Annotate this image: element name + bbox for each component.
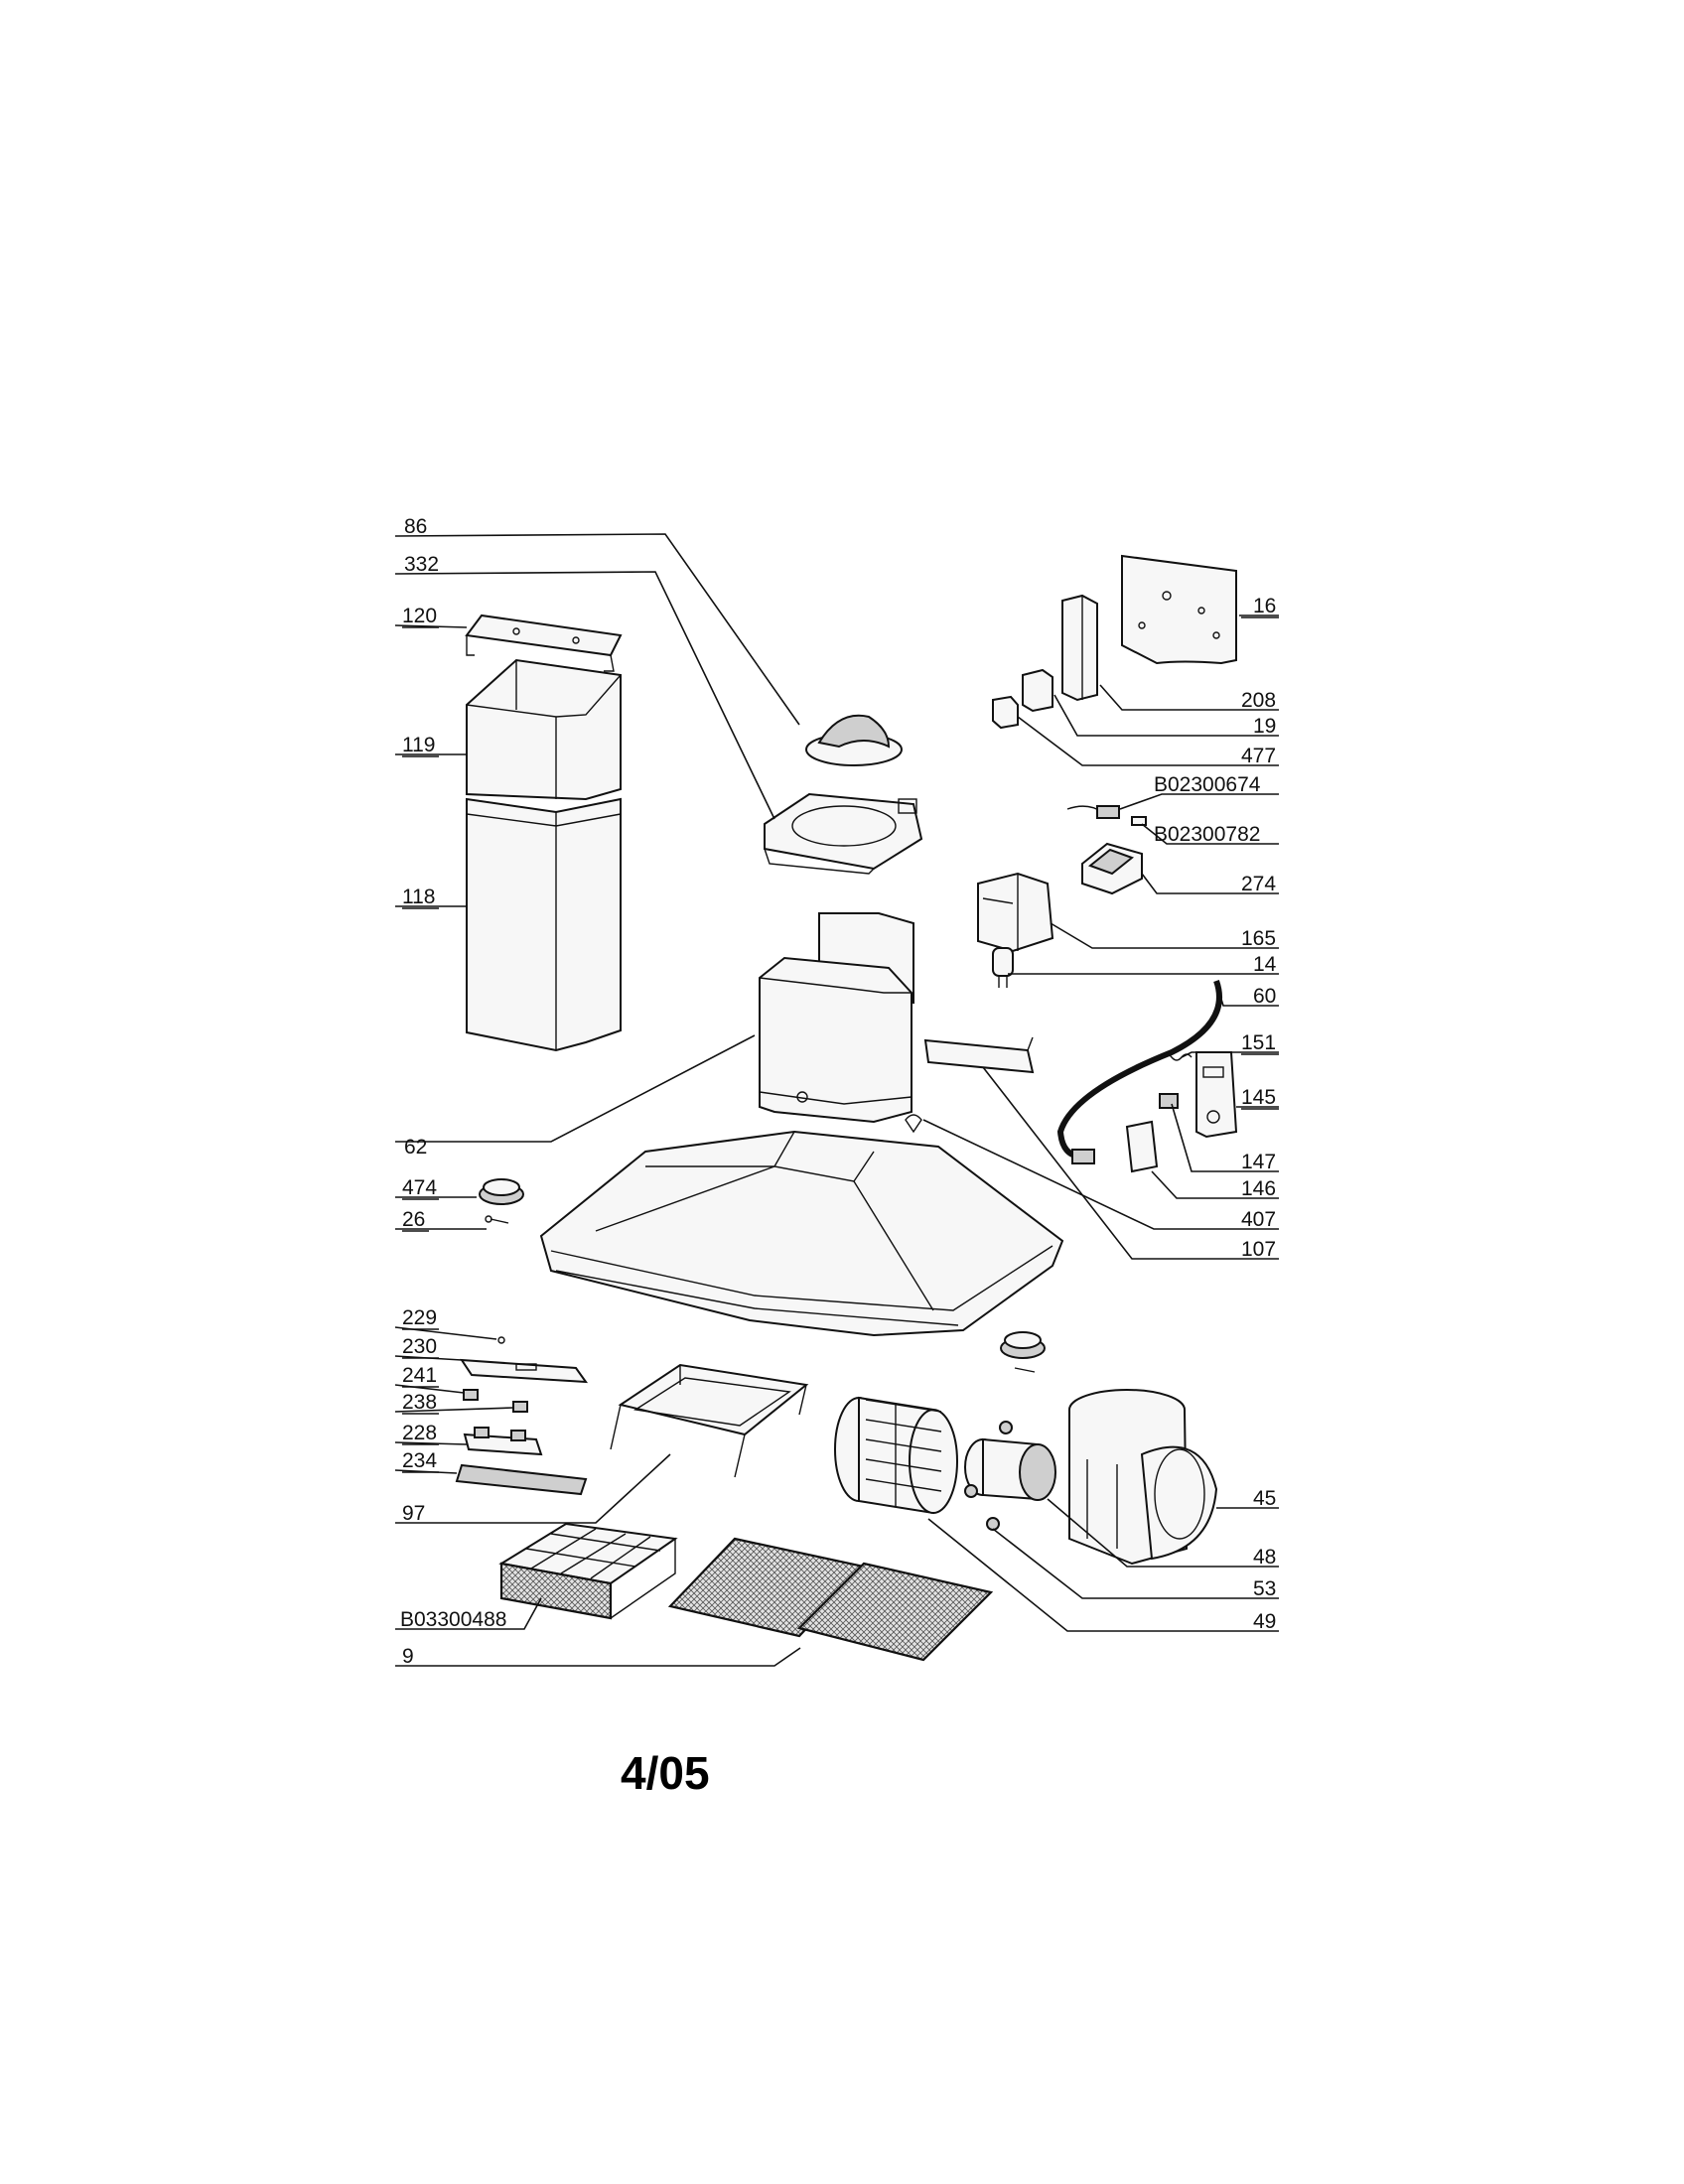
callout-62: 62 [404,1136,427,1159]
part-477-bracket [992,695,1019,730]
part-9-grease-filter-right [796,1562,994,1662]
callout-120: 120 [402,605,437,627]
part-19-bracket [1022,668,1053,713]
part-474-knob [479,1178,524,1205]
part-146-cover [1125,1120,1159,1173]
callout-49: 49 [1253,1610,1276,1633]
callout-60: 60 [1253,985,1276,1008]
part-238-button [512,1401,528,1413]
part-16-wall-plate [1121,554,1237,665]
callout-234: 234 [402,1449,437,1472]
callout-14: 14 [1253,953,1277,976]
part-234-fascia [455,1463,588,1496]
callout-228: 228 [402,1422,437,1444]
leader-lines [394,533,1279,1667]
callout-b02300674: B02300674 [1154,773,1261,796]
callout-238: 238 [402,1391,437,1414]
callout-165: 165 [1241,927,1276,950]
hood-canopy [539,1130,1064,1337]
callout-97: 97 [402,1502,425,1525]
part-274-switch-box [1081,842,1143,895]
callout-b03300488: B03300488 [400,1608,506,1631]
callout-86: 86 [404,515,427,538]
callout-241: 241 [402,1364,437,1387]
part-53-motor-mounts [964,1421,1013,1531]
callout-151: 151 [1241,1031,1276,1054]
knob-on-canopy [1000,1331,1046,1373]
part-145-light-board [1195,1051,1238,1139]
callout-229: 229 [402,1306,437,1329]
part-119-upper-chimney [466,658,622,801]
part-60-power-cord [1056,979,1222,1164]
part-b02300674-connector [1066,805,1120,819]
part-b02300782-terminal [1131,816,1147,826]
callout-118: 118 [402,886,435,908]
part-b03300488-carbon-filter [498,1522,678,1620]
callout-9: 9 [402,1645,414,1668]
part-147-terminal-block [1159,1093,1179,1109]
page-number: 4/05 [621,1747,710,1799]
callout-474: 474 [402,1176,437,1199]
part-45-blower-housing [1068,1389,1218,1566]
callout-332: 332 [404,553,439,576]
part-48-motor [964,1437,1056,1501]
callout-230: 230 [402,1335,437,1358]
part-14-capacitor [992,947,1014,988]
callout-119: 119 [402,734,435,756]
part-107-support-bar [923,1036,1035,1074]
part-332-outlet-plate [764,792,923,875]
callout-274: 274 [1241,873,1276,895]
part-228-switch [463,1427,543,1456]
callout-48: 48 [1253,1546,1276,1569]
callout-145: 145 [1241,1086,1276,1109]
part-26-screw [485,1215,509,1224]
part-208-control-box [1061,594,1098,702]
part-49-blower-wheel [834,1396,958,1515]
callout-26: 26 [402,1208,425,1231]
callout-16: 16 [1253,595,1276,617]
part-230-control-panel [460,1358,589,1384]
part-241-button [463,1389,479,1401]
callout-53: 53 [1253,1577,1276,1600]
callout-477: 477 [1241,745,1276,767]
part-86-flap-valve [805,714,903,766]
callout-208: 208 [1241,689,1276,712]
callout-147: 147 [1241,1151,1276,1173]
callout-407: 407 [1241,1208,1276,1231]
callout-146: 146 [1241,1177,1276,1200]
part-62-internal-duct [759,912,914,1124]
callout-b02300782: B02300782 [1154,823,1260,846]
part-407-clip [905,1114,922,1134]
part-120-chimney-bracket [465,614,623,672]
callout-107: 107 [1241,1238,1276,1261]
part-118-lower-chimney [466,797,622,1052]
callout-19: 19 [1253,715,1276,738]
part-97-filter-frame [610,1363,809,1478]
part-165-mounting-frame [977,872,1054,953]
part-229-screw [497,1336,505,1344]
callout-45: 45 [1253,1487,1276,1510]
